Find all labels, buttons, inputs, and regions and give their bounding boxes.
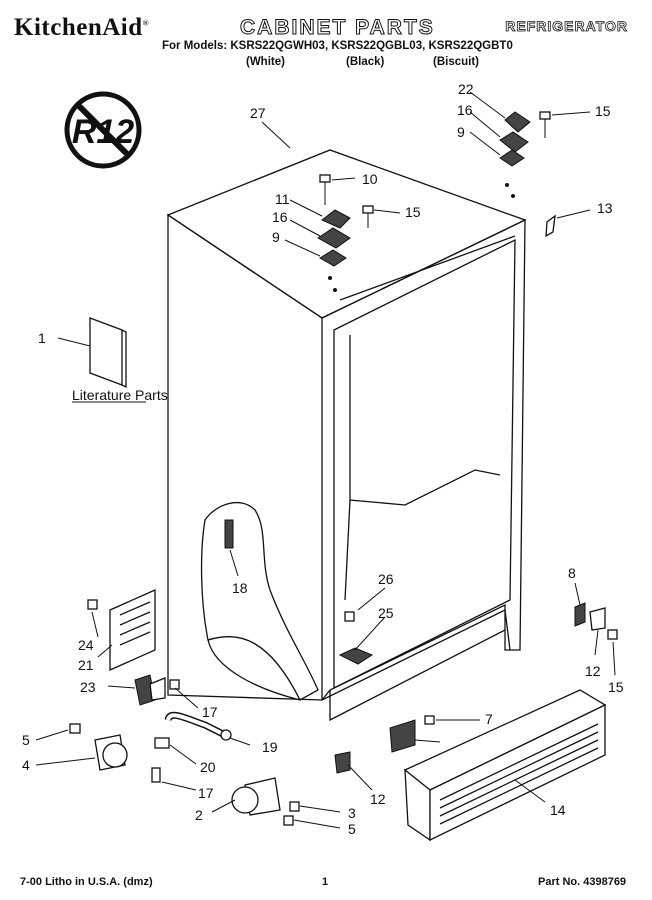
callout-17a: 17 <box>202 704 218 720</box>
callout-20: 20 <box>200 759 216 775</box>
callout-23: 23 <box>80 679 96 695</box>
product-title: REFRIGERATOR <box>505 18 628 35</box>
callout-16b: 16 <box>457 102 473 118</box>
callout-27: 27 <box>250 105 266 121</box>
callout-numbers: 1 2 3 4 5 5 7 8 9 9 10 11 12 12 13 14 15… <box>22 81 624 837</box>
callout-2: 2 <box>195 807 203 823</box>
callout-15c: 15 <box>608 679 624 695</box>
part-number: Part No. 4398769 <box>538 876 627 888</box>
right-hinge-assembly <box>499 111 556 238</box>
center-bracket <box>334 715 435 774</box>
center-hinge-assembly <box>317 174 374 292</box>
callout-9a: 9 <box>272 229 280 245</box>
r12-badge: R12 <box>64 91 142 169</box>
brand-logo: KitchenAid® <box>14 14 149 42</box>
callout-13: 13 <box>597 200 613 216</box>
callout-21: 21 <box>78 657 94 673</box>
callout-8: 8 <box>568 565 576 581</box>
drain-tube <box>224 519 234 549</box>
callout-17b: 17 <box>198 785 214 801</box>
callout-22: 22 <box>458 81 474 97</box>
callout-10: 10 <box>362 171 378 187</box>
models-line: For Models: KSRS22QGWH03, KSRS22QGBL03, … <box>162 40 513 52</box>
clamp-parts <box>134 674 180 706</box>
leveling-bracket <box>338 611 374 665</box>
callout-9b: 9 <box>457 124 465 140</box>
callout-19: 19 <box>262 739 278 755</box>
callout-7: 7 <box>485 711 493 727</box>
color-white: (White) <box>246 56 285 68</box>
callout-11: 11 <box>275 191 290 207</box>
callout-1: 1 <box>38 330 46 346</box>
callout-25: 25 <box>378 605 394 621</box>
brand-name: KitchenAid <box>14 14 143 41</box>
callout-15b: 15 <box>405 204 421 220</box>
base-grille <box>403 689 607 842</box>
header: KitchenAid® CABINET PARTS REFRIGERATOR F… <box>0 0 652 75</box>
footer-litho: 7-00 Litho in U.S.A. (dmz) <box>20 876 153 888</box>
literature-label: Literature Parts <box>72 387 168 403</box>
callout-4: 4 <box>22 757 30 773</box>
callout-14: 14 <box>550 802 566 818</box>
roller-right <box>151 767 300 826</box>
callout-15a: 15 <box>595 103 611 119</box>
roller-left <box>69 723 128 771</box>
brand-registered-mark: ® <box>142 18 150 28</box>
page-title: CABINET PARTS <box>240 16 435 40</box>
callout-26: 26 <box>378 571 394 587</box>
callout-12a: 12 <box>585 663 601 679</box>
callout-16a: 16 <box>272 209 288 225</box>
page-number: 1 <box>322 876 329 888</box>
left-bracket <box>87 588 156 672</box>
callout-12b: 12 <box>370 791 386 807</box>
color-black: (Black) <box>346 56 385 68</box>
callout-3: 3 <box>348 805 356 821</box>
cabinet <box>166 149 527 722</box>
callout-18: 18 <box>232 580 248 596</box>
callout-5b: 5 <box>348 821 356 837</box>
color-biscuit: (Biscuit) <box>433 56 479 68</box>
literature-parts: Literature Parts <box>72 317 168 403</box>
right-bracket <box>574 602 618 640</box>
callout-24: 24 <box>78 637 94 653</box>
callout-5a: 5 <box>22 732 30 748</box>
water-hose <box>154 711 232 749</box>
leader-lines <box>35 91 616 829</box>
